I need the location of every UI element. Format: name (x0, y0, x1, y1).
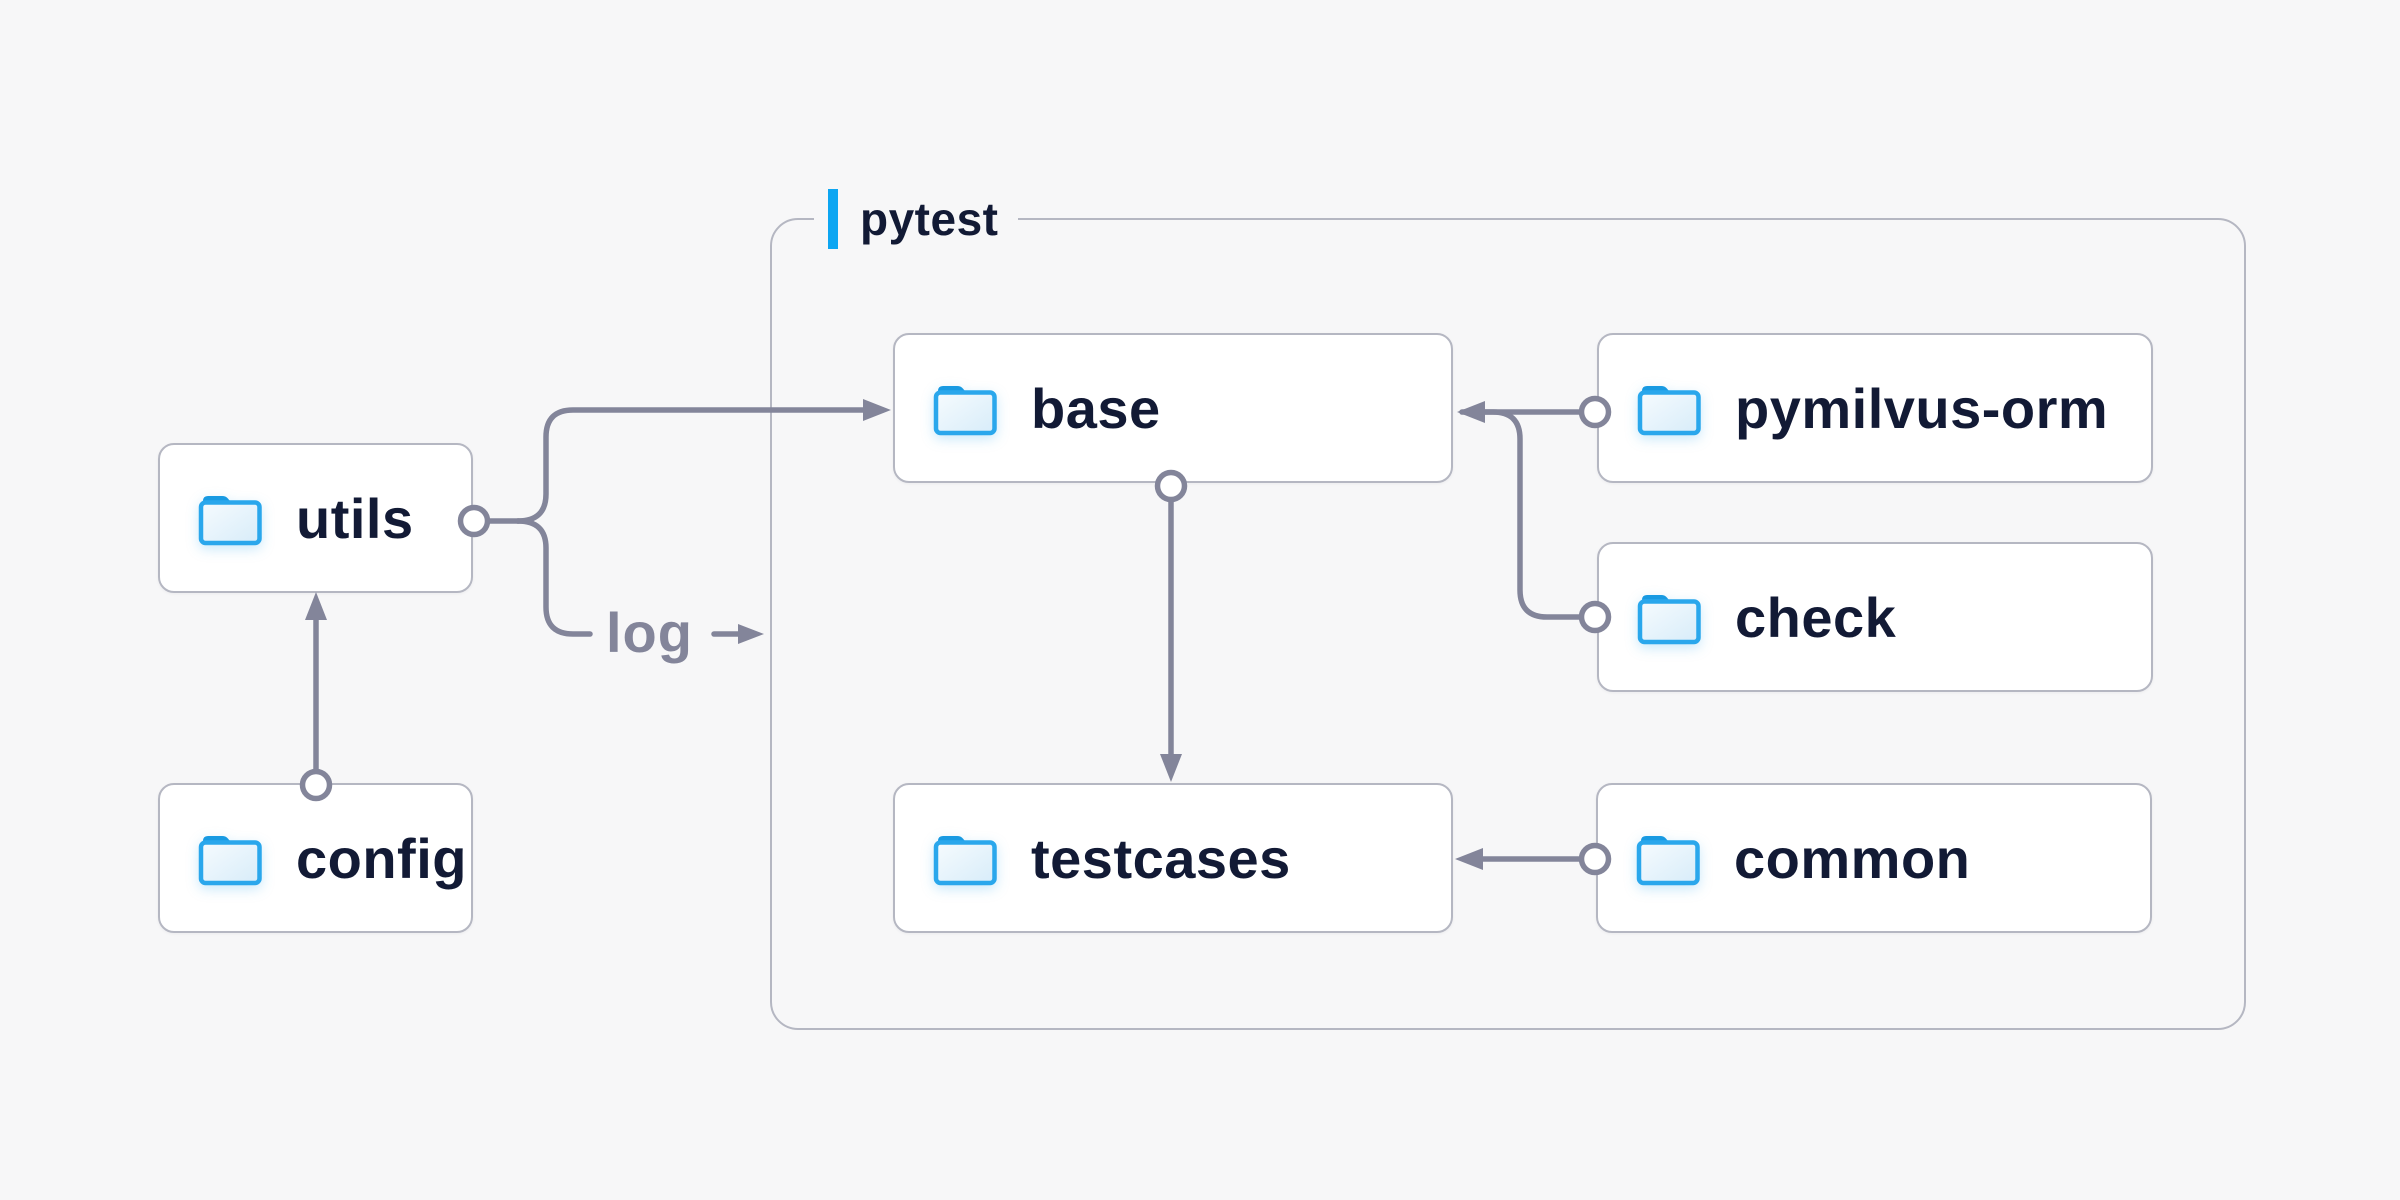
node-config: config (158, 783, 473, 933)
node-check-label: check (1735, 585, 1897, 649)
edge-utils-log (515, 518, 593, 637)
node-pymilvus-orm-label: pymilvus-orm (1735, 376, 2109, 440)
pytest-group-title: pytest (860, 193, 999, 245)
node-common: common (1596, 783, 2152, 933)
node-utils-label: utils (296, 486, 414, 550)
node-pymilvus-orm: pymilvus-orm (1597, 333, 2153, 483)
node-testcases-label: testcases (1031, 826, 1291, 890)
node-testcases: testcases (893, 783, 1453, 933)
pytest-group-label: pytest (814, 187, 1019, 251)
node-config-label: config (296, 826, 467, 890)
node-common-label: common (1734, 826, 1971, 890)
folder-icon (196, 830, 264, 886)
node-utils: utils (158, 443, 473, 593)
folder-icon (931, 380, 999, 436)
folder-icon (196, 490, 264, 546)
pytest-group-box: pytest (770, 187, 2246, 1030)
log-edge-label: log (606, 601, 693, 664)
node-base: base (893, 333, 1453, 483)
accent-bar-icon (828, 189, 838, 249)
folder-icon (1635, 380, 1703, 436)
folder-icon (1635, 589, 1703, 645)
node-base-label: base (1031, 376, 1161, 440)
node-check: check (1597, 542, 2153, 692)
arrowhead-into-utils (305, 592, 327, 620)
arrowhead-log-into-pytest (738, 624, 764, 644)
folder-icon (931, 830, 999, 886)
folder-icon (1634, 830, 1702, 886)
